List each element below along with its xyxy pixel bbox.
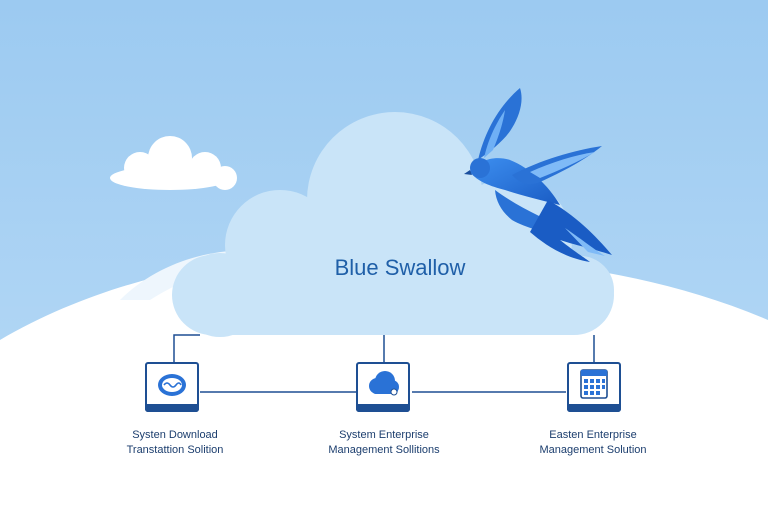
device-base bbox=[356, 404, 410, 412]
node-3-device bbox=[567, 362, 621, 414]
node-2-device bbox=[356, 362, 410, 414]
device-base bbox=[145, 404, 199, 412]
cloud-sync-icon bbox=[369, 371, 399, 396]
cloud-chat-icon bbox=[158, 374, 186, 396]
node-2-line1: System Enterprise bbox=[339, 429, 429, 441]
connector-left bbox=[173, 334, 200, 362]
node-1-device bbox=[145, 362, 199, 414]
node-3-line2: Management Solution bbox=[539, 444, 647, 456]
hill-shade bbox=[120, 250, 300, 300]
node-1-line2: Transtattion Solition bbox=[126, 444, 224, 456]
calendar-grid-icon bbox=[580, 369, 608, 399]
node-1-line1: Systen Download bbox=[132, 429, 218, 441]
device-base bbox=[567, 404, 621, 412]
node-2-line2: Management Sollitions bbox=[328, 444, 440, 456]
small-cloud bbox=[110, 136, 237, 190]
node-1-label: Systen Download Transtattion Solition bbox=[90, 428, 260, 458]
connector-lines bbox=[173, 334, 595, 393]
node-2-label: System Enterprise Management Sollitions bbox=[299, 428, 469, 458]
node-3-line1: Easten Enterprise bbox=[549, 429, 637, 441]
cloud-title: Blue Swallow bbox=[334, 255, 466, 280]
swallow-bird-icon bbox=[464, 88, 612, 262]
central-cloud bbox=[172, 112, 614, 337]
node-3-label: Easten Enterprise Management Solution bbox=[508, 428, 678, 458]
